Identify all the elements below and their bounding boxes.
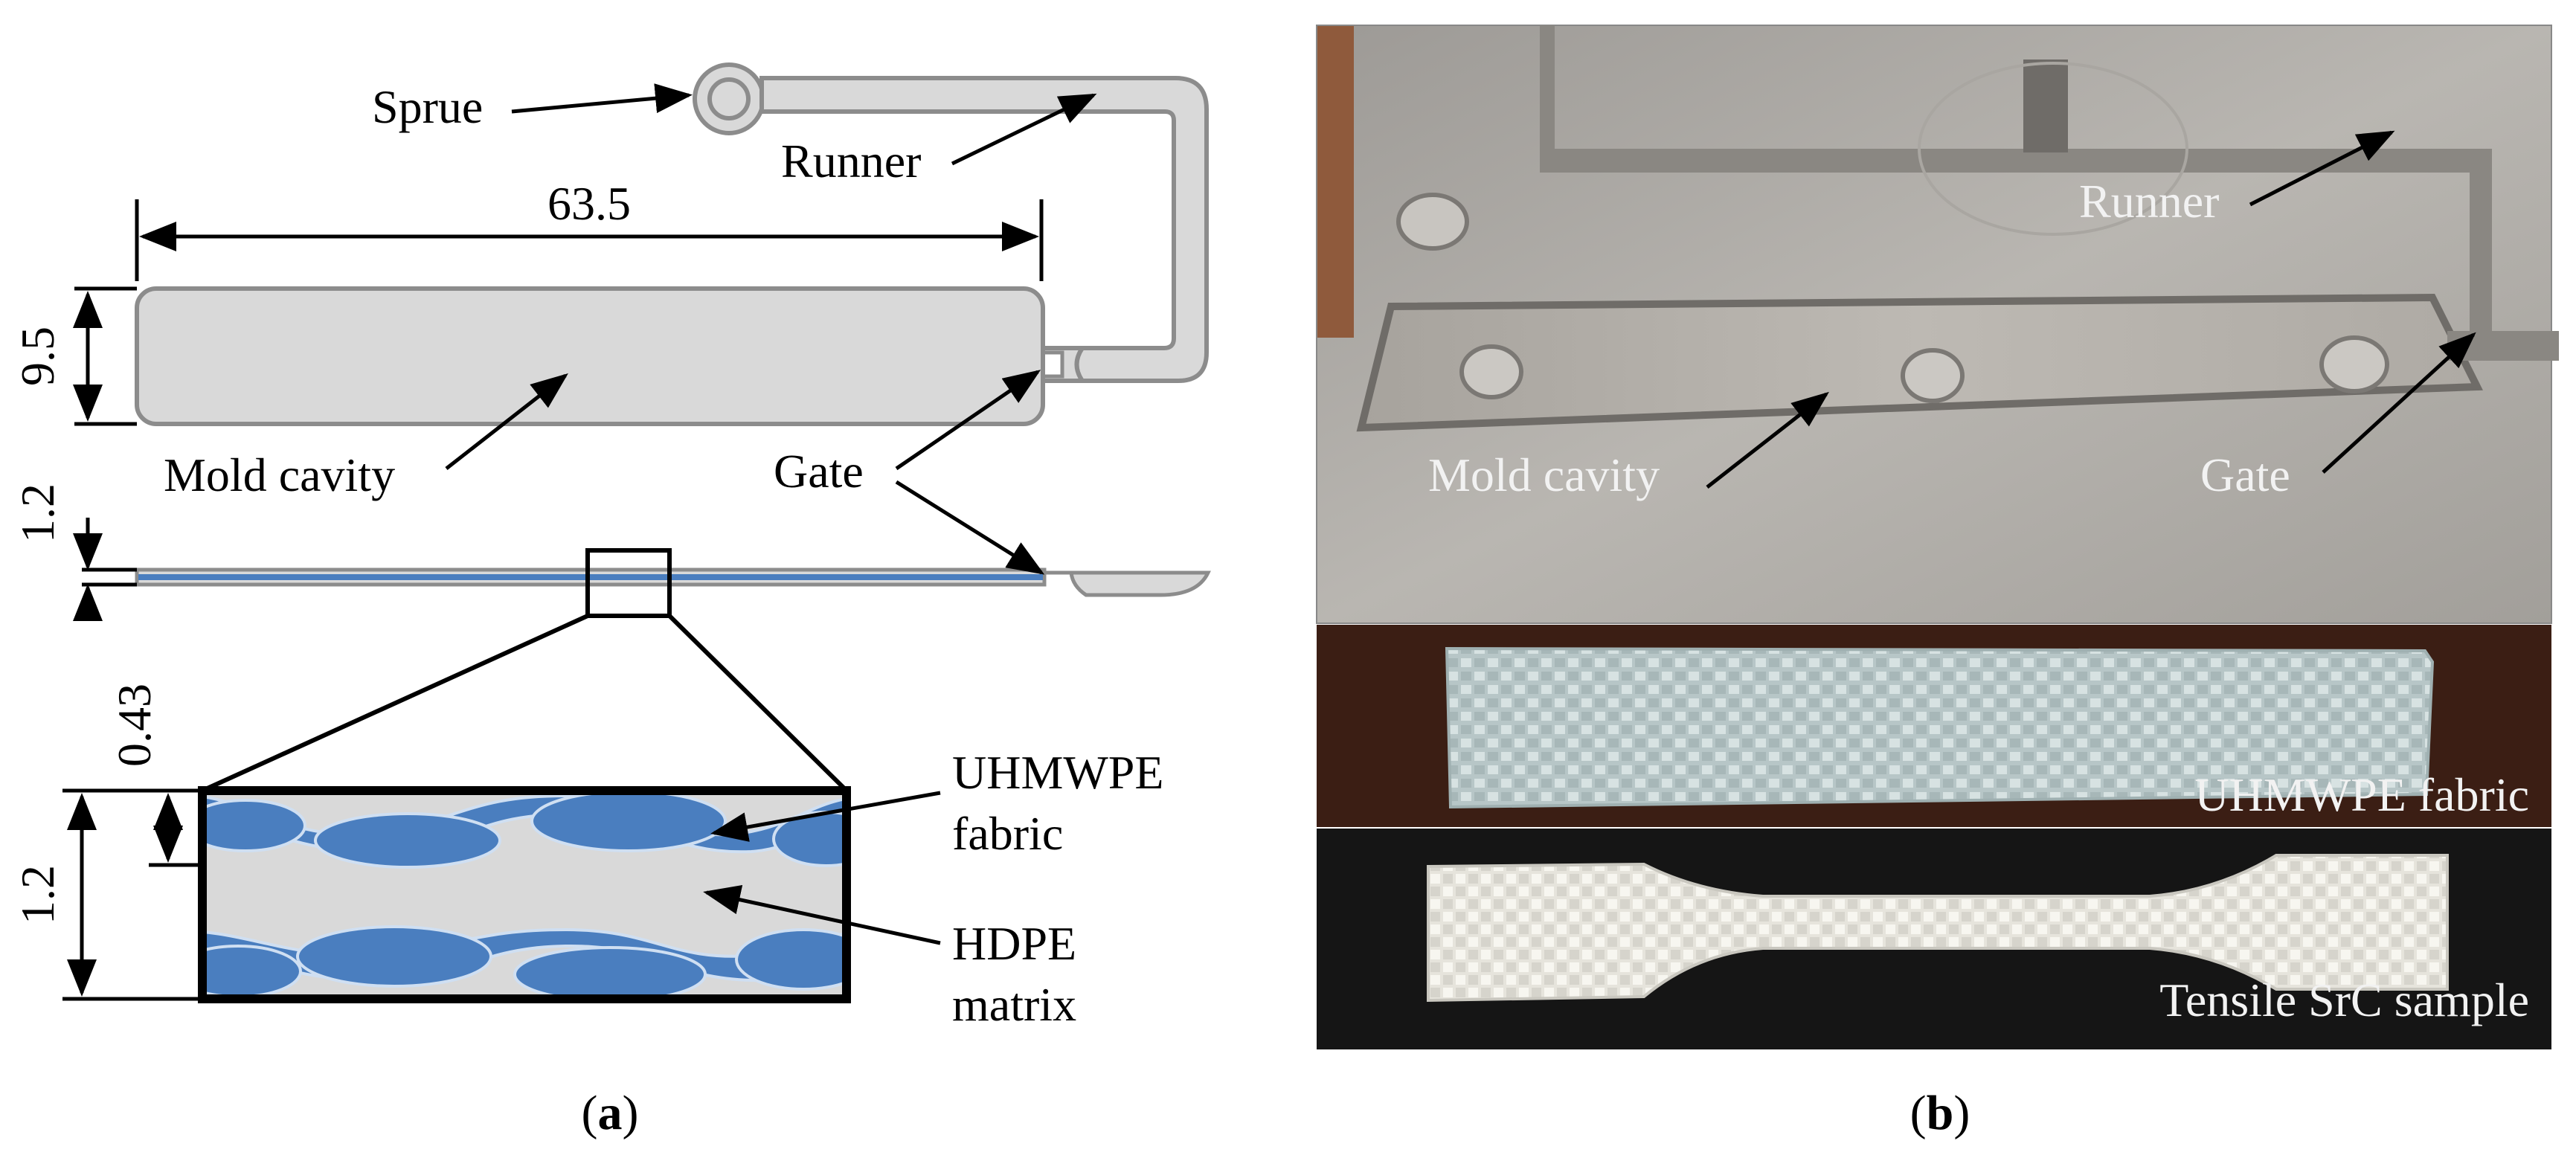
- mold-photo: Runner Mold cavity Gate: [1316, 25, 2559, 624]
- layer-offset-label: 0.43: [108, 684, 161, 767]
- sprue-shape: [693, 62, 765, 135]
- side-view: 1.2: [11, 483, 1211, 793]
- gate-label-a: Gate: [774, 445, 864, 498]
- fabric-photo: UHMWPE fabric: [1317, 625, 2551, 827]
- runner-label-a: Runner: [781, 135, 921, 187]
- fabric-label-b: UHMWPE fabric: [2194, 768, 2529, 821]
- caption-b: (b): [1910, 1086, 1970, 1140]
- panel-a: 63.5 9.5 1.2: [11, 62, 1211, 1140]
- gate-label-b: Gate: [2200, 448, 2290, 501]
- length-dimension-label: 63.5: [547, 177, 631, 230]
- gate-shape-top: [1038, 346, 1087, 383]
- sample-label: Tensile SrC sample: [2159, 974, 2529, 1026]
- mold-cavity-label-b: Mold cavity: [1428, 448, 1660, 501]
- width-dimension-label: 9.5: [11, 327, 64, 386]
- thickness-dimension-label: 1.2: [11, 483, 64, 543]
- length-dimension: 63.5: [135, 177, 1044, 281]
- detail-thickness-label: 1.2: [11, 865, 64, 924]
- detail-cross-section: 1.2 0.43: [11, 684, 851, 1003]
- caption-a: (a): [582, 1086, 639, 1140]
- mold-cavity-label-a: Mold cavity: [164, 448, 395, 501]
- panel-b: Runner Mold cavity Gate UHMWPE fabric Te…: [1316, 25, 2559, 1140]
- runner-label-b: Runner: [2079, 175, 2219, 228]
- sprue-label: Sprue: [372, 80, 483, 133]
- mold-cavity-shape: [135, 286, 1045, 426]
- width-dimension: 9.5: [11, 286, 137, 426]
- sample-photo: Tensile SrC sample: [1317, 829, 2551, 1049]
